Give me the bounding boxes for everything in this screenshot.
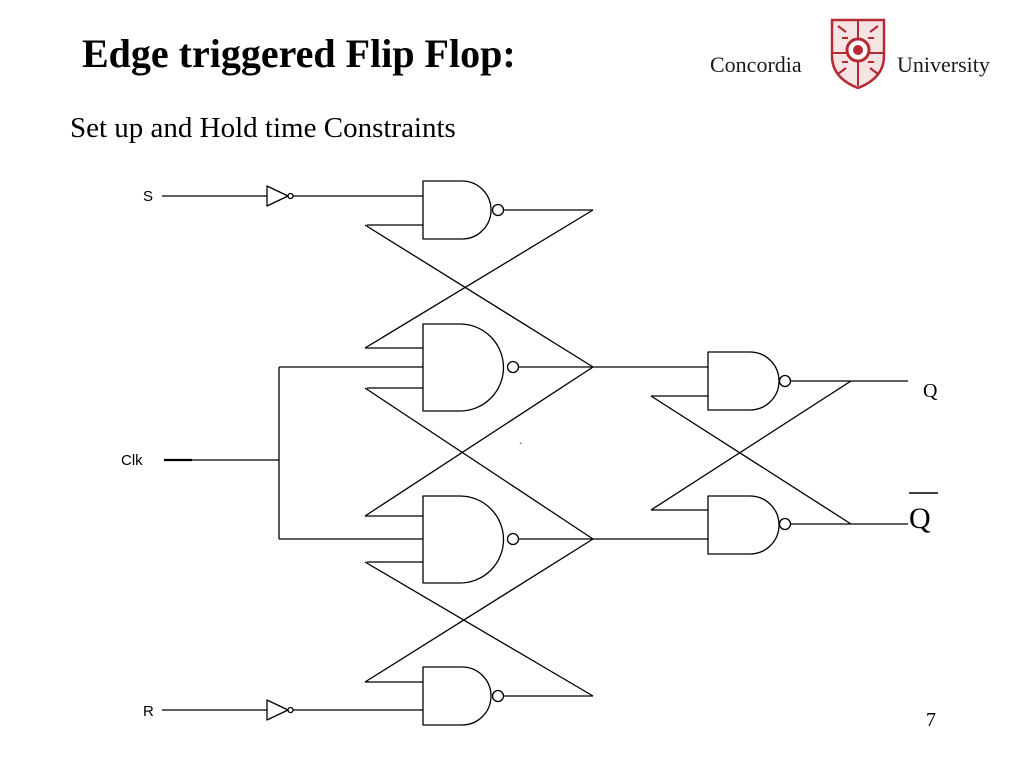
nand-gate-q [707, 351, 780, 411]
cross-wire-g2-to-g1 [364, 224, 594, 368]
cross-wire-g2-to-g3 [364, 366, 594, 517]
logo-word-university: University [897, 52, 990, 77]
nand-gate-q-bubble [778, 374, 792, 388]
inverter-s [266, 185, 289, 207]
cross-wire-g3-to-g4 [364, 538, 594, 683]
crest-icon [830, 18, 886, 90]
label-input-clk: Clk [121, 452, 143, 469]
nand-gate-1 [422, 180, 492, 240]
slide-title: Edge triggered Flip Flop: [82, 31, 516, 76]
nand-gate-3 [422, 495, 505, 584]
label-output-qbar: Q [909, 502, 931, 535]
slide-subtitle: Set up and Hold time Constraints [70, 112, 456, 144]
logo-word-concordia: Concordia [710, 52, 802, 77]
page-number: 7 [926, 709, 936, 731]
cross-wire-g3-to-g2 [364, 387, 594, 540]
label-output-q: Q [923, 380, 938, 402]
inverter-r-bubble [287, 706, 294, 714]
nand-gate-2-bubble [506, 360, 520, 374]
nand-gate-4-bubble [491, 689, 505, 703]
nand-gate-qbar [707, 495, 780, 555]
cross-wire-qbar-to-q [650, 395, 852, 525]
cross-wire-g4-to-g3 [364, 561, 594, 697]
label-input-s: S [143, 188, 153, 205]
inverter-s-bubble [287, 192, 294, 200]
nand-gate-3-bubble [506, 532, 520, 546]
label-input-r: R [143, 703, 154, 720]
nand-gate-2 [422, 323, 505, 412]
inverter-r [266, 699, 289, 721]
nand-gate-qbar-bubble [778, 517, 792, 531]
nand-gate-4 [422, 666, 492, 726]
cross-wire-g1-to-g2 [364, 209, 594, 349]
stray-mark: ` [519, 441, 522, 453]
nand-gate-1-bubble [491, 203, 505, 217]
cross-wire-q-to-qbar [650, 380, 852, 511]
